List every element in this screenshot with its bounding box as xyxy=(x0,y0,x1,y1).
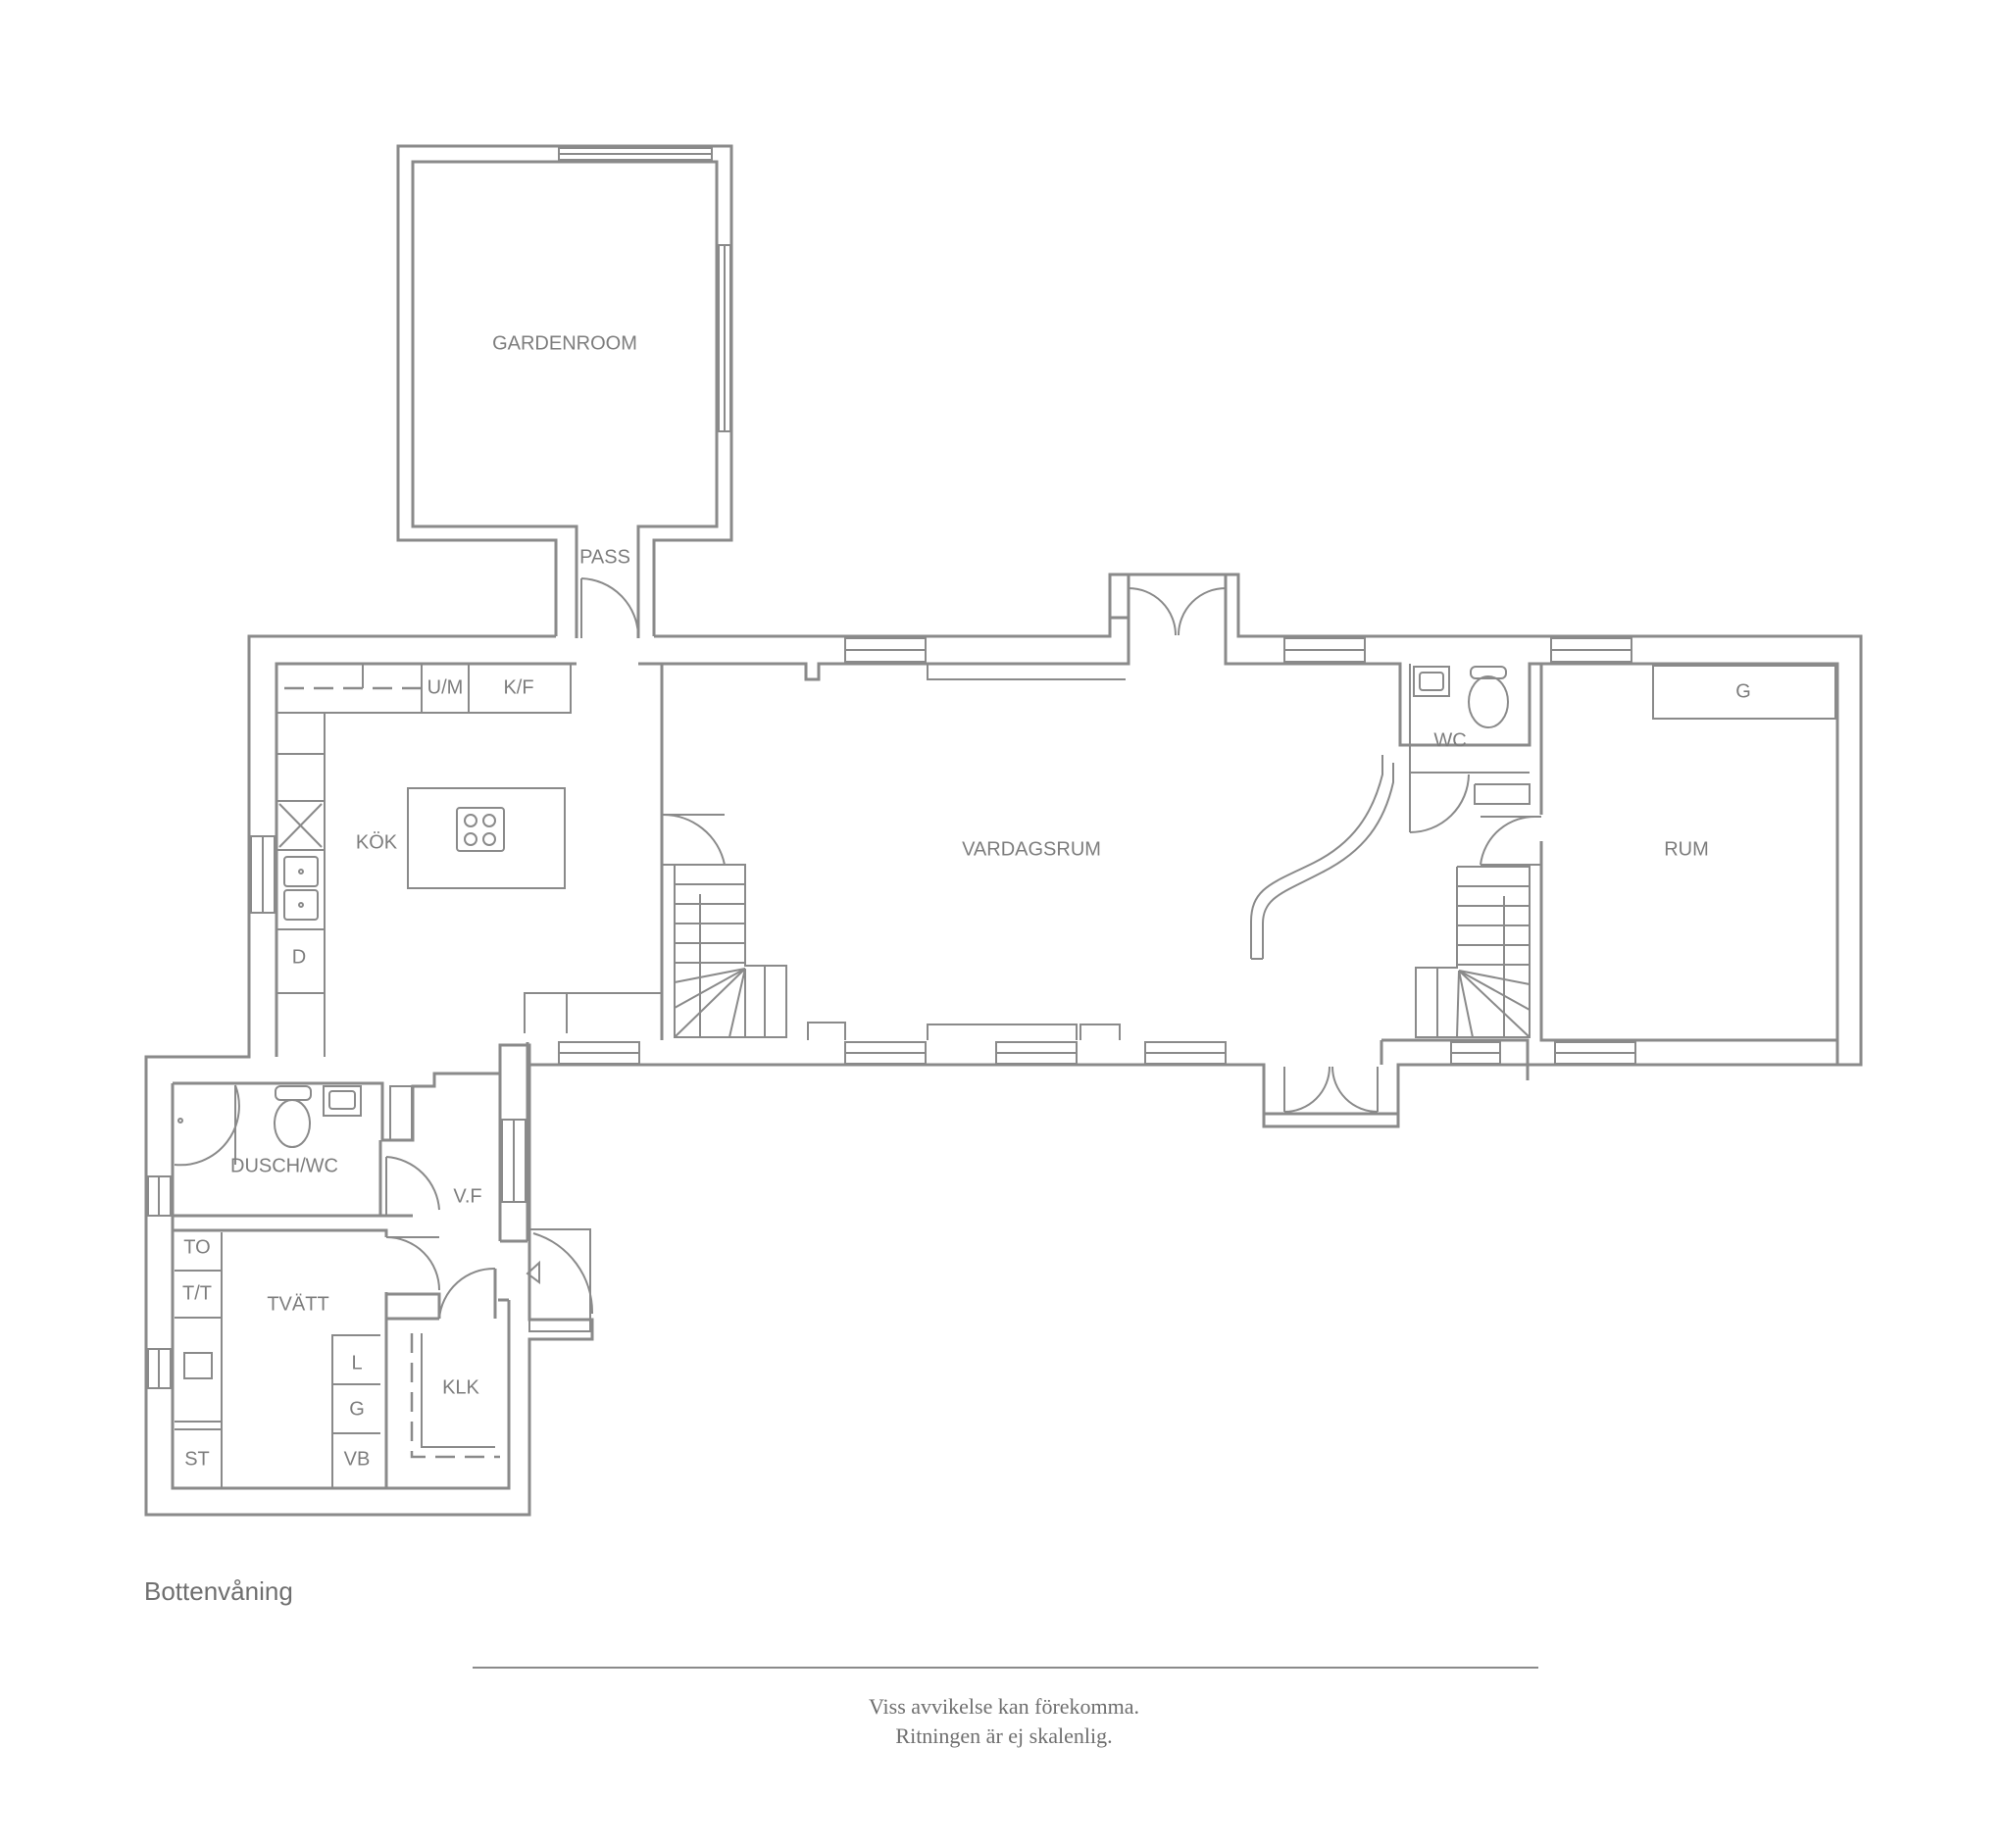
label-l: L xyxy=(351,1352,362,1374)
label-wc: WC xyxy=(1433,729,1466,751)
disclaimer-line-2: Ritningen är ej skalenlig. xyxy=(895,1723,1113,1748)
entrance-door xyxy=(526,1228,594,1332)
tvatt-door xyxy=(385,1236,440,1291)
disclaimer-line-1: Viss avvikelse kan förekomma. xyxy=(868,1694,1140,1719)
french-door-south xyxy=(1283,1066,1379,1113)
main-windows xyxy=(147,637,1636,1389)
kitchen-window xyxy=(250,835,276,914)
label-vb: VB xyxy=(344,1448,371,1470)
main-house-walls xyxy=(144,573,1863,1517)
klk-door xyxy=(438,1267,496,1320)
label-klk: KLK xyxy=(442,1376,479,1398)
rum-wardrobe xyxy=(1652,665,1836,720)
kitchen-living-door xyxy=(661,813,726,866)
label-st: ST xyxy=(184,1448,210,1470)
divider-line xyxy=(473,1667,1538,1669)
dusch-door xyxy=(385,1156,440,1216)
kitchen-sink xyxy=(283,856,319,921)
dusch-wc-room xyxy=(174,1084,413,1167)
label-pass: PASS xyxy=(579,546,630,568)
entrance-arrow-icon xyxy=(526,1260,540,1284)
label-tt: T/T xyxy=(182,1282,212,1304)
kitchen-counters xyxy=(276,664,572,1057)
dishwasher-cross xyxy=(278,803,323,848)
kitchen-island xyxy=(407,787,566,889)
label-to: TO xyxy=(183,1236,210,1258)
wall-piers xyxy=(807,664,1126,1040)
tvatt-room xyxy=(175,1232,380,1488)
label-dusch-wc: DUSCH/WC xyxy=(230,1155,338,1176)
label-vardagsrum: VARDAGSRUM xyxy=(962,838,1101,860)
label-g-tvatt: G xyxy=(349,1398,365,1420)
floor-label: Bottenvåning xyxy=(144,1576,293,1606)
label-kf: K/F xyxy=(503,676,533,698)
label-rum: RUM xyxy=(1664,838,1709,860)
klk-closet xyxy=(410,1333,500,1459)
gardenroom-window-right xyxy=(718,244,731,432)
stairs-left xyxy=(674,864,787,1038)
left-wing-walls xyxy=(171,1045,529,1490)
french-door-north xyxy=(1128,587,1227,637)
stairs-right xyxy=(1415,866,1531,1038)
gardenroom-walls xyxy=(396,144,733,638)
label-d: D xyxy=(292,946,306,968)
label-um: U/M xyxy=(427,676,464,698)
label-tvatt: TVÄTT xyxy=(267,1293,328,1315)
label-kok: KÖK xyxy=(356,831,398,853)
label-g-rum: G xyxy=(1735,680,1751,702)
gardenroom-window-top xyxy=(558,147,713,161)
kitchen-lower-cabinets xyxy=(524,992,662,1033)
curved-partition xyxy=(1250,755,1394,960)
label-gardenroom: GARDENROOM xyxy=(492,332,637,354)
label-vf: V.F xyxy=(453,1185,481,1207)
rum-door xyxy=(1480,815,1541,866)
wc-room xyxy=(1409,664,1531,833)
cooktop-icon xyxy=(456,807,505,852)
pass-door xyxy=(580,577,639,638)
